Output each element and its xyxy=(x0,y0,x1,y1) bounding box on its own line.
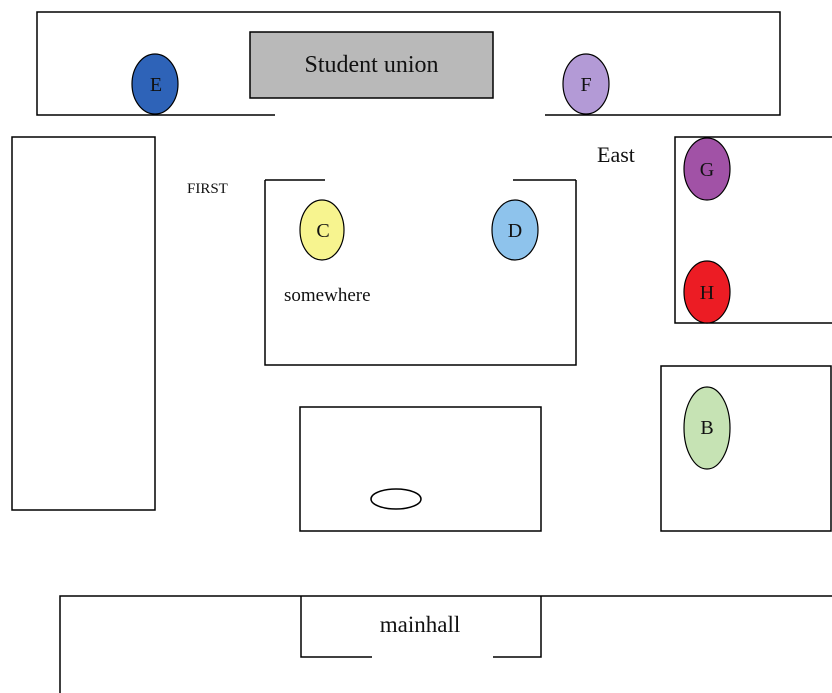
marker-b-icon[interactable] xyxy=(683,386,731,470)
marker-g-icon[interactable] xyxy=(683,137,731,201)
east-building xyxy=(674,136,832,324)
building-b xyxy=(660,365,832,532)
unlabeled-marker xyxy=(370,488,422,510)
center-building xyxy=(264,179,577,366)
student-union-box xyxy=(249,31,494,99)
middle-building xyxy=(299,406,542,532)
mainhall-outer xyxy=(59,595,832,693)
marker-f-icon[interactable] xyxy=(562,53,610,115)
left-building xyxy=(11,136,156,511)
mainhall-inner xyxy=(300,596,542,658)
marker-h-icon[interactable] xyxy=(683,260,731,324)
marker-d-icon[interactable] xyxy=(491,199,539,261)
marker-c-icon[interactable] xyxy=(299,199,345,261)
top-building xyxy=(36,11,781,116)
marker-e-icon[interactable] xyxy=(131,53,179,115)
